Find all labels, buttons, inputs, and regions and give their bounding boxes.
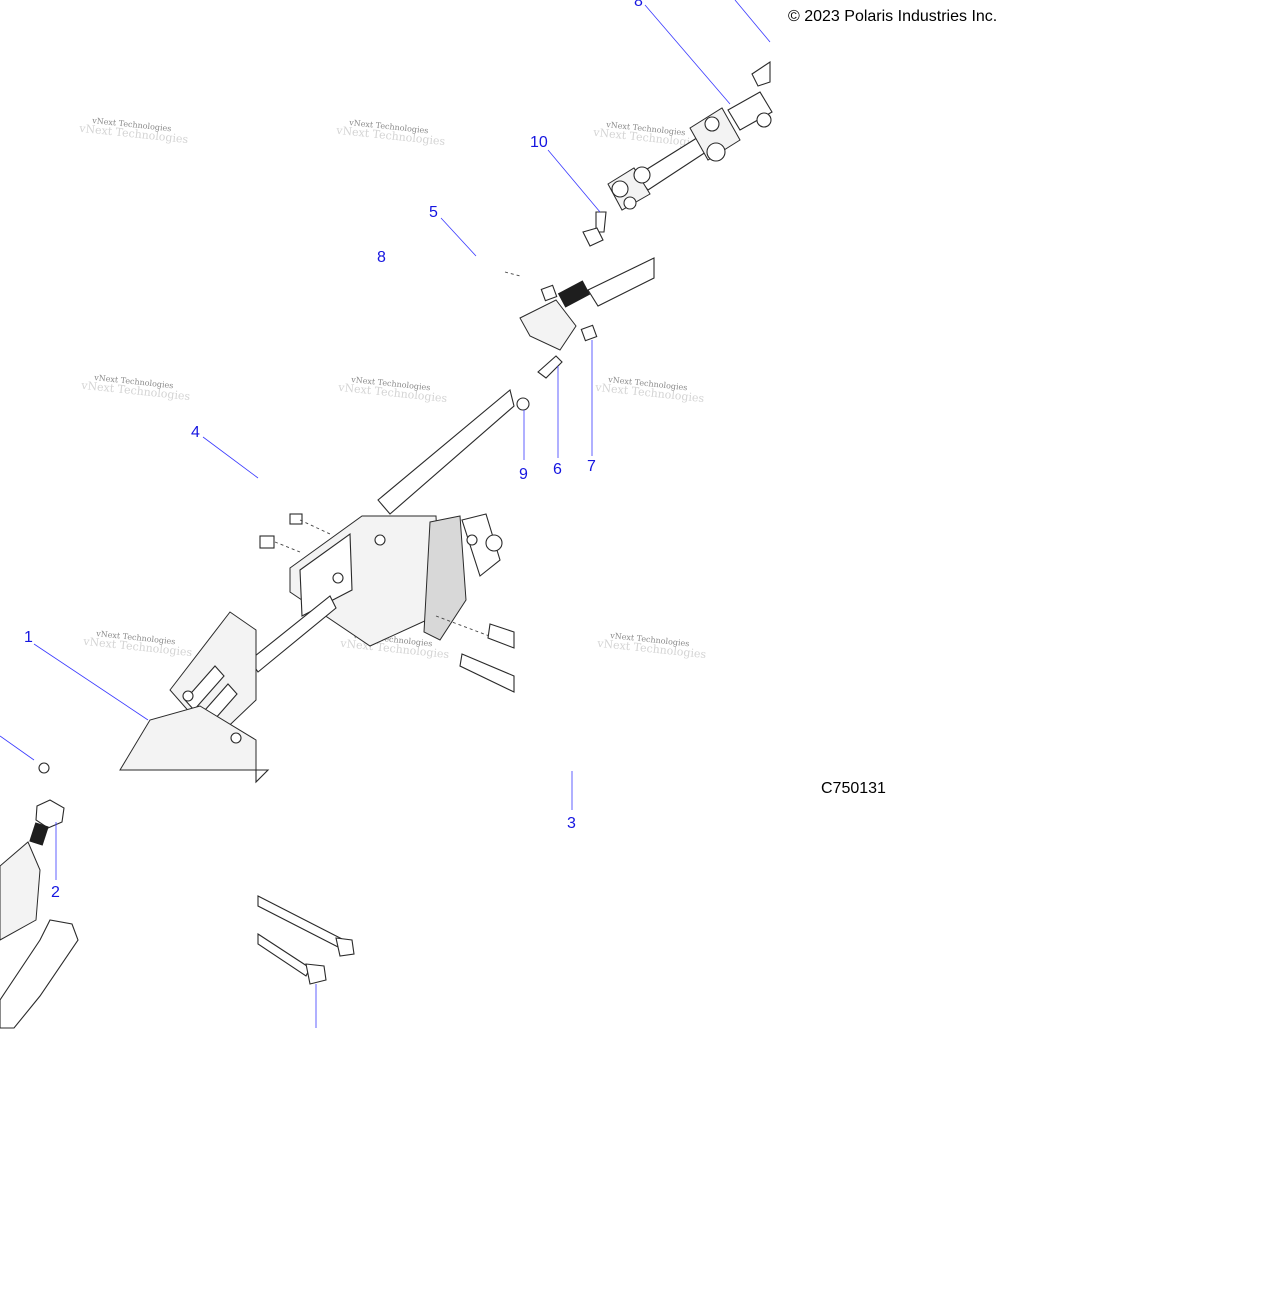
tie-rod-arm	[0, 919, 79, 1029]
boot-rib	[184, 665, 225, 711]
callout-9[interactable]: 9	[519, 466, 528, 483]
watermark: vNext Technologies vNext Technologies	[594, 375, 705, 405]
tie-rod-end	[38, 762, 50, 774]
tilt-arm	[461, 513, 501, 577]
threads	[29, 822, 49, 846]
u-joint-cap	[704, 116, 720, 132]
steering-rack-assembly	[38, 595, 337, 784]
leader-line-extra	[0, 735, 35, 761]
watermark: vNext Technologies vNext Technologies	[337, 375, 448, 405]
leader-line-8a	[644, 4, 731, 105]
callout-8-upper[interactable]: 8	[634, 0, 643, 10]
bolt-head	[582, 227, 604, 247]
leader-line-10	[547, 149, 601, 213]
u-joint-cap	[611, 180, 629, 198]
u-joint-cap	[623, 196, 637, 210]
bolt-shank	[487, 623, 515, 649]
rivet	[332, 572, 344, 584]
leader-line-4	[202, 436, 259, 479]
bolt-head	[751, 60, 771, 87]
watermark: vNext Technologies vNext Technologies	[82, 629, 193, 659]
alignment-line	[504, 271, 521, 277]
rivet	[374, 534, 386, 546]
pinch-bolt	[582, 211, 607, 247]
u-joint-cap	[706, 142, 726, 162]
bracket-channel	[299, 532, 353, 617]
alignment-line	[274, 541, 301, 553]
spline	[557, 280, 591, 308]
bolt-shank	[459, 653, 515, 693]
pivot-bolt	[485, 534, 503, 552]
intermediate-shaft-assembly	[607, 60, 773, 211]
bolt-shank	[257, 932, 311, 977]
figure-id: C750131	[821, 780, 886, 797]
coupler	[519, 299, 577, 351]
u-joint-upper	[689, 107, 741, 161]
watermark: vNext Technologies vNext Technologies	[80, 373, 191, 403]
copyright-notice: © 2023 Polaris Industries Inc.	[788, 8, 998, 25]
flange-nut	[259, 535, 275, 549]
flange-nut	[289, 513, 303, 525]
nut	[540, 284, 558, 302]
leader-line-1	[33, 643, 149, 721]
bolt-head	[335, 937, 355, 957]
bolt-shank	[257, 895, 345, 949]
leader-lines	[0, 0, 771, 1028]
yoke-boss	[756, 112, 772, 128]
u-joint-cap	[633, 166, 651, 184]
callout-7[interactable]: 7	[587, 458, 596, 475]
tie-rod-assembly	[0, 799, 79, 1029]
bolt	[537, 355, 563, 379]
watermark: vNext Technologies vNext Technologies	[335, 118, 446, 148]
rivet	[466, 534, 478, 546]
callout-3[interactable]: 3	[567, 815, 576, 832]
callout-5[interactable]: 5	[429, 204, 438, 221]
tilt-plate	[423, 515, 467, 641]
tie-rod-end	[0, 841, 41, 941]
callout-8-lower[interactable]: 8	[377, 249, 386, 266]
bolt-head	[182, 690, 194, 702]
washer	[516, 397, 530, 411]
callouts: 8 10 5 8 4 9 6 7 1 3 2	[24, 0, 643, 901]
steering-bracket	[259, 513, 515, 693]
shaft	[587, 257, 655, 307]
yoke	[727, 91, 773, 131]
nut	[580, 324, 598, 342]
callout-1[interactable]: 1	[24, 629, 33, 646]
callout-2[interactable]: 2	[51, 884, 60, 901]
housing-edge	[255, 769, 270, 784]
bolt-head	[230, 732, 242, 744]
watermark: vNext Technologies vNext Technologies	[78, 116, 189, 146]
column-tube	[377, 389, 515, 515]
leader-line-5	[440, 217, 477, 257]
callout-6[interactable]: 6	[553, 461, 562, 478]
mounting-bolts	[257, 895, 355, 985]
bolt-shank	[595, 211, 607, 233]
steering-shaft-upper	[377, 257, 655, 515]
alignment-line	[299, 519, 331, 535]
lower-shaft	[249, 595, 337, 673]
bolt-head	[305, 963, 327, 985]
watermark: vNext Technologies vNext Technologies	[596, 631, 707, 661]
callout-10[interactable]: 10	[530, 134, 548, 151]
callout-4[interactable]: 4	[191, 424, 200, 441]
jam-nut	[35, 799, 65, 829]
leader-line-8a-extra	[734, 0, 771, 43]
gear-housing	[119, 705, 257, 771]
